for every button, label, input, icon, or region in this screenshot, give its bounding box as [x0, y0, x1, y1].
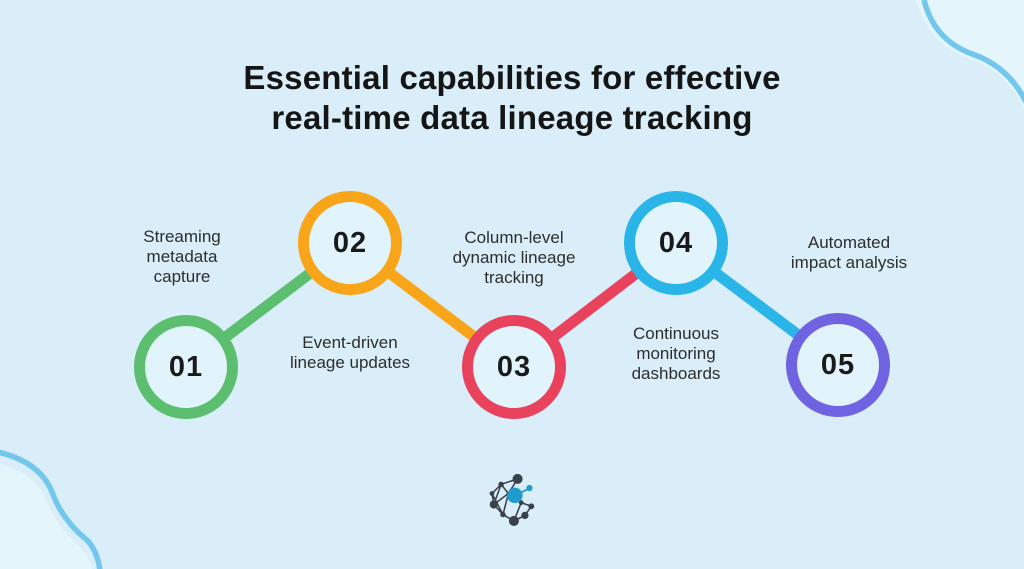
step-label-03: Column-level dynamic lineage tracking	[452, 228, 576, 287]
page-title: Essential capabilities for effective rea…	[243, 59, 781, 136]
logo-dark-nodes	[489, 473, 535, 526]
step-circle-02: 02	[298, 191, 402, 295]
step-number-05: 05	[820, 348, 856, 381]
logo-blue-node	[507, 484, 533, 504]
corner-wave-bottom-left	[0, 449, 103, 569]
step-circle-01: 01	[134, 315, 238, 419]
step-number-02: 02	[332, 226, 368, 259]
step-circle-05: 05	[786, 313, 890, 417]
step-number-04: 04	[658, 226, 694, 259]
step-label-02: Event-driven lineage updates	[289, 333, 411, 372]
step-label-04: Continuous monitoring dashboards	[631, 324, 721, 383]
network-logo	[489, 473, 535, 526]
step-number-03: 03	[496, 350, 532, 383]
step-circle-04: 04	[624, 191, 728, 295]
step-label-05: Automated impact analysis	[790, 233, 908, 272]
corner-wave-top-right	[916, 0, 1024, 108]
step-circle-03: 03	[462, 315, 566, 419]
step-number-01: 01	[168, 350, 204, 383]
step-label-01: Streaming metadata capture	[143, 227, 221, 286]
